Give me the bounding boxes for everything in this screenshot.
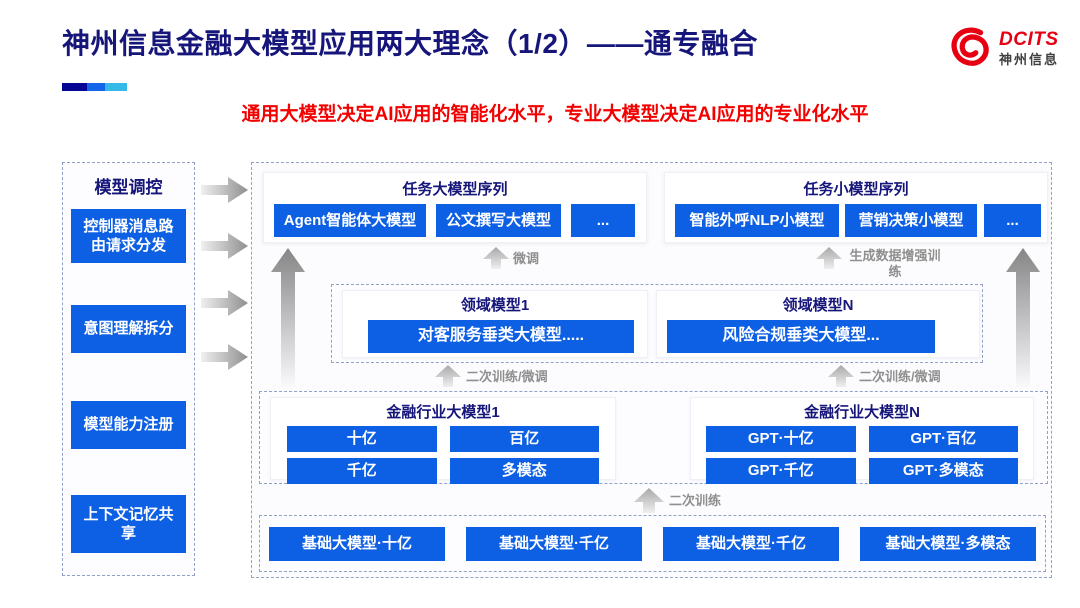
industry-model-container: 金融行业大模型1 十亿 百亿 千亿 多模态 金融行业大模型N GPT·十亿 GP…: [259, 391, 1048, 484]
flow-arrow-right-icon: [201, 232, 249, 265]
model-architecture-diagram: 任务大模型序列 Agent智能体大模型 公文撰写大模型 ... 任务小模型序列 …: [251, 162, 1052, 578]
flow-arrow-right-icon: [201, 343, 249, 376]
industry-model-group-1: 金融行业大模型1 十亿 百亿 千亿 多模态: [270, 397, 616, 484]
industry-model-group-n: 金融行业大模型N GPT·十亿 GPT·百亿 GPT·千亿 GPT·多模态: [690, 397, 1034, 484]
sidebar-item-capability-register: 模型能力注册: [71, 401, 186, 449]
task-small-model-group: 任务小模型序列 智能外呼NLP小模型 营销决策小模型 ...: [664, 172, 1048, 243]
flow-arrow-up-icon: [483, 247, 509, 274]
flow-arrow-up-tall-icon: [271, 248, 305, 396]
task-large-model-group-title: 任务大模型序列: [402, 181, 508, 198]
sidebar-item-intent-split: 意图理解拆分: [71, 305, 186, 353]
flow-arrow-up-icon: [816, 247, 842, 274]
base-model-chip-multimodal: 基础大模型·多模态: [860, 526, 1036, 561]
secondary-training-finetune-label-left: 二次训练/微调: [466, 369, 548, 384]
secondary-training-label: 二次训练: [669, 493, 722, 508]
model-chip-customer-service: 对客服务垂类大模型.....: [368, 320, 634, 353]
subtitle: 通用大模型决定AI应用的智能化水平，专业大模型决定AI应用的专业化水平: [241, 104, 869, 125]
model-control-panel: 模型调控 控制器消息路由请求分发 意图理解拆分 模型能力注册 上下文记忆共享: [62, 162, 195, 576]
domain-model-group-n: 领域模型N 风险合规垂类大模型...: [656, 290, 980, 358]
flow-arrow-right-icon: [201, 176, 249, 209]
model-chip-marketing-decision: 营销决策小模型: [845, 204, 977, 237]
sidebar-title: 模型调控: [94, 178, 163, 197]
logo-company-text: 神州信息: [999, 51, 1060, 67]
model-chip-document-writing: 公文撰写大模型: [436, 204, 561, 237]
company-logo: DCITS 神州信息: [946, 24, 1059, 75]
model-chip-ellipsis: ...: [571, 204, 635, 237]
flow-arrow-up-icon: [634, 488, 664, 518]
sidebar-item-context-memory: 上下文记忆共享: [71, 495, 186, 553]
domain-model-container: 领域模型1 对客服务垂类大模型..... 领域模型N 风险合规垂类大模型...: [331, 284, 983, 363]
flow-arrow-up-icon: [828, 365, 854, 392]
dcits-swirl-icon: [946, 24, 994, 75]
gpt-chip-1b: GPT·十亿: [706, 426, 856, 452]
flow-arrow-up-tall-icon: [1006, 248, 1040, 396]
domain-model-n-title: 领域模型N: [782, 297, 854, 314]
page-title: 神州信息金融大模型应用两大理念（1/2）——通专融合: [62, 28, 758, 59]
gen-data-training-label: 生成数据增强训练: [849, 248, 941, 279]
flow-arrow-right-icon: [201, 289, 249, 322]
task-large-model-group: 任务大模型序列 Agent智能体大模型 公文撰写大模型 ...: [263, 172, 647, 243]
base-model-chip-1b: 基础大模型·十亿: [269, 526, 445, 561]
model-chip-agent: Agent智能体大模型: [274, 204, 426, 237]
gpt-chip-multimodal: GPT·多模态: [868, 458, 1018, 484]
model-chip-ellipsis: ...: [984, 204, 1041, 237]
logo-brand-text: DCITS: [999, 29, 1059, 50]
scale-chip-multimodal: 多模态: [449, 458, 599, 484]
task-small-model-group-title: 任务小模型序列: [803, 181, 909, 198]
title-accent-bar: [62, 83, 127, 91]
industry-model-n-title: 金融行业大模型N: [804, 404, 920, 421]
industry-model-1-title: 金融行业大模型1: [386, 404, 500, 421]
base-model-container: 基础大模型·十亿 基础大模型·千亿 基础大模型·千亿 基础大模型·多模态: [259, 515, 1046, 572]
scale-chip-100b: 千亿: [287, 458, 437, 484]
sidebar-item-controller-routing: 控制器消息路由请求分发: [71, 209, 186, 263]
base-model-chip-100b-a: 基础大模型·千亿: [466, 526, 642, 561]
secondary-training-finetune-label-right: 二次训练/微调: [859, 369, 941, 384]
domain-model-1-title: 领域模型1: [460, 297, 530, 314]
gpt-chip-100b: GPT·千亿: [706, 458, 856, 484]
finetune-label: 微调: [513, 251, 540, 266]
domain-model-group-1: 领域模型1 对客服务垂类大模型.....: [342, 290, 648, 358]
scale-chip-1b: 十亿: [287, 426, 437, 452]
base-model-chip-100b-b: 基础大模型·千亿: [663, 526, 839, 561]
model-chip-risk-compliance: 风险合规垂类大模型...: [667, 320, 935, 353]
flow-arrow-up-icon: [435, 365, 461, 392]
gpt-chip-10b: GPT·百亿: [868, 426, 1018, 452]
model-chip-outbound-nlp: 智能外呼NLP小模型: [675, 204, 839, 237]
scale-chip-10b: 百亿: [449, 426, 599, 452]
